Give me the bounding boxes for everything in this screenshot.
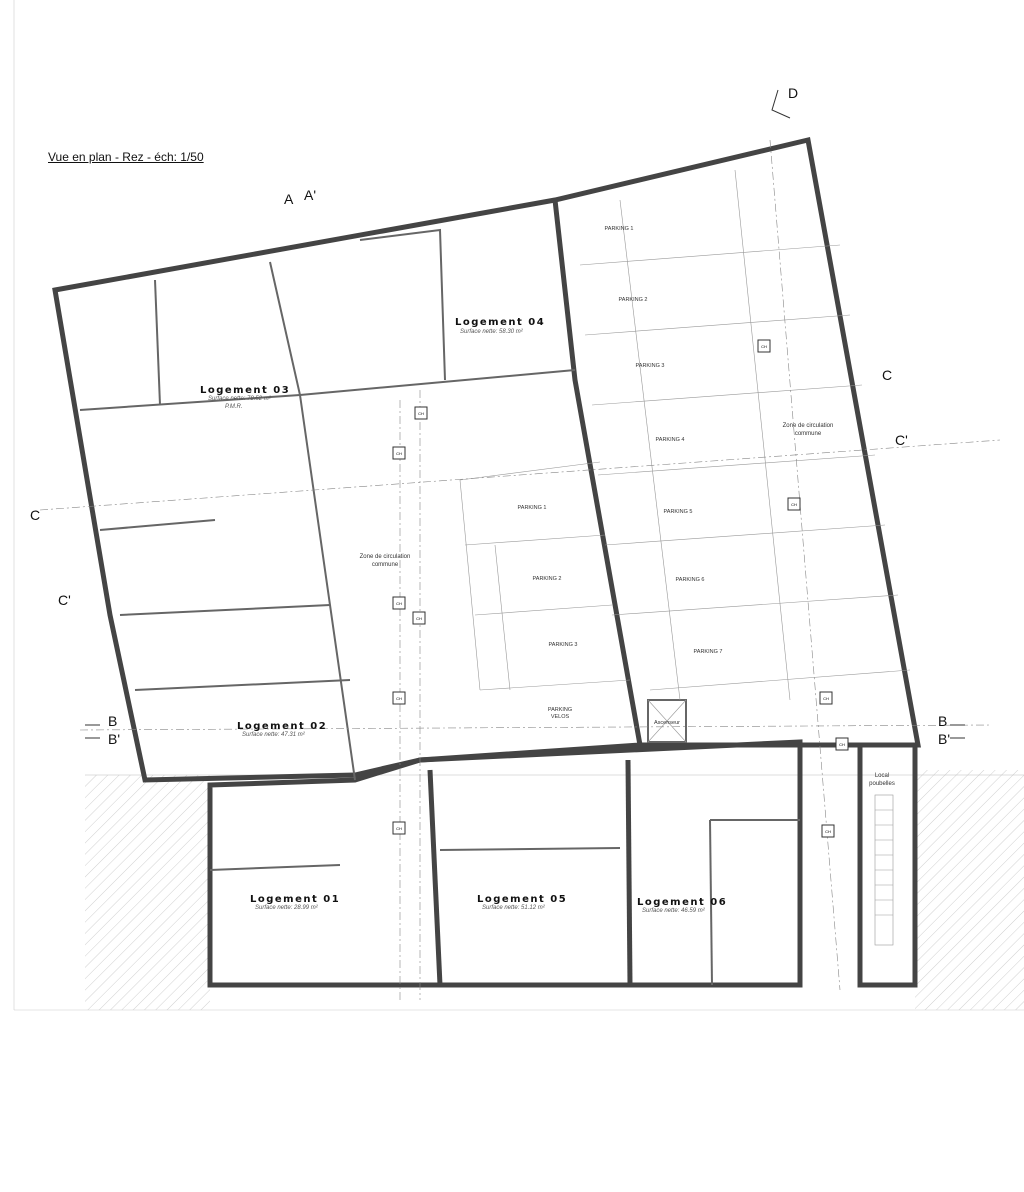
svg-text:commune: commune: [372, 562, 399, 568]
svg-text:Surface nette: 28.99 m²: Surface nette: 28.99 m²: [255, 905, 319, 911]
svg-text:PARKING 1: PARKING 1: [605, 226, 634, 232]
svg-text:Zone de circulation: Zone de circulation: [360, 554, 411, 560]
unit-logement-02: Logement 02 Surface nette: 47.31 m²: [237, 721, 327, 738]
svg-text:Logement 02: Logement 02: [237, 721, 327, 732]
svg-text:CH: CH: [396, 601, 402, 606]
staircase: [874, 794, 894, 946]
svg-text:C': C': [58, 592, 71, 608]
svg-text:CH: CH: [823, 696, 829, 701]
svg-text:PARKING 6: PARKING 6: [676, 577, 705, 583]
svg-text:PARKING 4: PARKING 4: [656, 437, 685, 443]
unit-logement-01: Logement 01 Surface nette: 28.99 m²: [250, 894, 340, 911]
svg-text:Surface nette: 51.12 m²: Surface nette: 51.12 m²: [482, 905, 546, 911]
unit-logement-03: Logement 03 Surface nette: 78.52 m² P.M.…: [200, 385, 290, 410]
svg-text:CH: CH: [396, 696, 402, 701]
svg-text:C: C: [30, 507, 40, 523]
svg-text:P.M.R.: P.M.R.: [225, 404, 243, 410]
zone-circulation-labels: Zone de circulation commune Zone de circ…: [360, 423, 834, 568]
svg-text:CH: CH: [825, 829, 831, 834]
svg-text:CH: CH: [418, 411, 424, 416]
interior-walls: [79, 199, 800, 986]
unit-logement-06: Logement 06 Surface nette: 46.59 m²: [637, 897, 727, 914]
svg-text:D: D: [788, 85, 798, 101]
svg-text:Logement 01: Logement 01: [250, 894, 340, 905]
svg-text:PARKING 2: PARKING 2: [533, 576, 562, 582]
svg-text:PARKING 1: PARKING 1: [518, 505, 547, 511]
svg-text:C': C': [895, 432, 908, 448]
bins-room-label: Local: [875, 773, 889, 779]
unit-logement-04: Logement 04 Surface nette: 58.30 m²: [455, 317, 545, 335]
parking-labels-right: PARKING 1 PARKING 2 PARKING 3 PARKING 4 …: [605, 226, 723, 655]
hatched-terrain-left: [85, 775, 210, 1010]
svg-text:PARKING 3: PARKING 3: [549, 642, 578, 648]
svg-text:PARKING 5: PARKING 5: [664, 509, 693, 515]
svg-text:B': B': [938, 731, 950, 747]
unit-logement-05: Logement 05 Surface nette: 51.12 m²: [477, 894, 567, 911]
svg-text:CH: CH: [416, 616, 422, 621]
svg-text:PARKING 3: PARKING 3: [636, 363, 665, 369]
svg-text:PARKING 2: PARKING 2: [619, 297, 648, 303]
svg-text:CH: CH: [761, 344, 767, 349]
svg-text:CH: CH: [396, 826, 402, 831]
svg-text:Surface nette: 78.52 m²: Surface nette: 78.52 m²: [208, 396, 272, 402]
svg-text:Surface nette: 47.31 m²: Surface nette: 47.31 m²: [242, 732, 306, 738]
svg-text:Logement 05: Logement 05: [477, 894, 567, 905]
hatched-terrain-right: [915, 770, 1024, 1010]
svg-text:Surface nette: 46.59 m²: Surface nette: 46.59 m²: [642, 908, 706, 914]
svg-text:C: C: [882, 367, 892, 383]
elevator-label: Ascenseur: [654, 720, 680, 726]
section-markers: D A A' B B' B B' C C' C C': [30, 85, 965, 747]
parking-grid: [39, 139, 1001, 1000]
parking-labels-middle: PARKING 1 PARKING 2 PARKING 3 PARKING VE…: [518, 505, 578, 720]
svg-text:Logement 04: Logement 04: [455, 317, 545, 328]
bins-room-wall: [857, 742, 918, 988]
svg-text:B: B: [108, 713, 117, 729]
svg-text:B': B': [108, 731, 120, 747]
svg-text:Logement 06: Logement 06: [637, 897, 727, 908]
svg-text:PARKING 7: PARKING 7: [694, 649, 723, 655]
svg-text:commune: commune: [795, 431, 822, 437]
svg-text:A: A: [284, 191, 294, 207]
svg-text:CH: CH: [839, 742, 845, 747]
svg-text:Logement 03: Logement 03: [200, 385, 290, 396]
svg-text:CH: CH: [396, 451, 402, 456]
drawing-title: Vue en plan - Rez - éch: 1/50: [48, 150, 204, 164]
svg-text:CH: CH: [791, 502, 797, 507]
svg-text:Surface nette: 58.30 m²: Surface nette: 58.30 m²: [460, 329, 524, 335]
bins-room-label-2: poubelles: [869, 781, 895, 787]
svg-text:Zone de circulation: Zone de circulation: [783, 423, 834, 429]
svg-text:A': A': [304, 187, 316, 203]
svg-text:PARKING: PARKING: [548, 707, 572, 713]
svg-text:B: B: [938, 713, 947, 729]
svg-text:VELOS: VELOS: [551, 714, 570, 720]
ch-boxes: CH CH CH CH CH CH CH CH CH CH CH: [392, 339, 849, 838]
